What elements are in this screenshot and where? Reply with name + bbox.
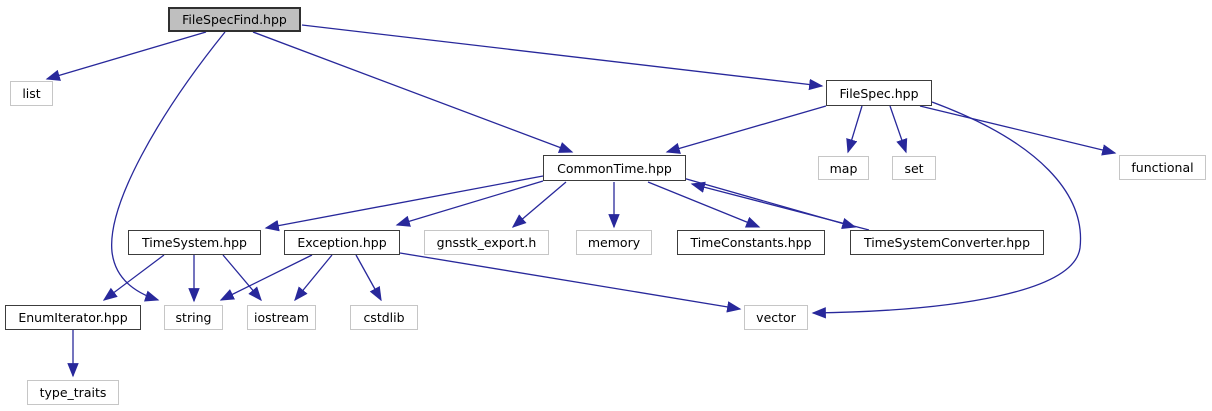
node-list: list xyxy=(10,81,53,106)
node-filespecfind-hpp: FileSpecFind.hpp xyxy=(168,7,301,32)
node-memory: memory xyxy=(576,230,652,255)
edge-timesystem-enumiterator xyxy=(102,254,165,301)
node-timesystem-hpp[interactable]: TimeSystem.hpp xyxy=(128,230,261,255)
node-vector: vector xyxy=(744,305,808,330)
edge-filespec-vector xyxy=(811,101,1082,319)
edge-filespec-set xyxy=(889,105,908,154)
node-gnsstk-export-h: gnsstk_export.h xyxy=(424,230,549,255)
node-iostream: iostream xyxy=(247,305,316,330)
node-type-traits: type_traits xyxy=(27,380,119,405)
node-filespec-hpp[interactable]: FileSpec.hpp xyxy=(826,80,932,106)
node-enumiterator-hpp[interactable]: EnumIterator.hpp xyxy=(5,305,141,330)
edge-timesystemconverter-commontime xyxy=(690,181,870,231)
node-map: map xyxy=(818,156,869,180)
node-exception-hpp[interactable]: Exception.hpp xyxy=(284,230,400,255)
edge-filespecfind-list xyxy=(45,31,207,81)
edge-exception-string xyxy=(219,254,313,301)
node-string: string xyxy=(164,305,223,330)
node-timesystemconverter-hpp[interactable]: TimeSystemConverter.hpp xyxy=(850,230,1044,255)
node-set: set xyxy=(892,156,936,180)
edge-commontime-gnsstkexport xyxy=(511,181,567,228)
edge-filespec-functional xyxy=(919,105,1117,156)
node-functional: functional xyxy=(1119,155,1206,180)
node-commontime-hpp[interactable]: CommonTime.hpp xyxy=(543,155,686,181)
edge-filespecfind-string xyxy=(111,31,226,302)
edge-filespecfind-commontime xyxy=(252,31,574,153)
edge-exception-cstdlib xyxy=(355,254,382,302)
node-timeconstants-hpp[interactable]: TimeConstants.hpp xyxy=(677,230,825,255)
edge-commontime-timeconstants xyxy=(647,181,761,228)
edge-filespecfind-filespec xyxy=(301,24,824,91)
node-cstdlib: cstdlib xyxy=(350,305,418,330)
edge-filespec-commontime xyxy=(665,105,827,154)
edge-exception-vector xyxy=(399,252,742,313)
edge-timesystem-iostream xyxy=(222,254,262,302)
edge-filespec-map xyxy=(846,105,863,154)
edge-commontime-exception xyxy=(395,180,544,227)
edge-exception-iostream xyxy=(294,254,333,302)
edge-commontime-timesystem xyxy=(264,175,544,232)
